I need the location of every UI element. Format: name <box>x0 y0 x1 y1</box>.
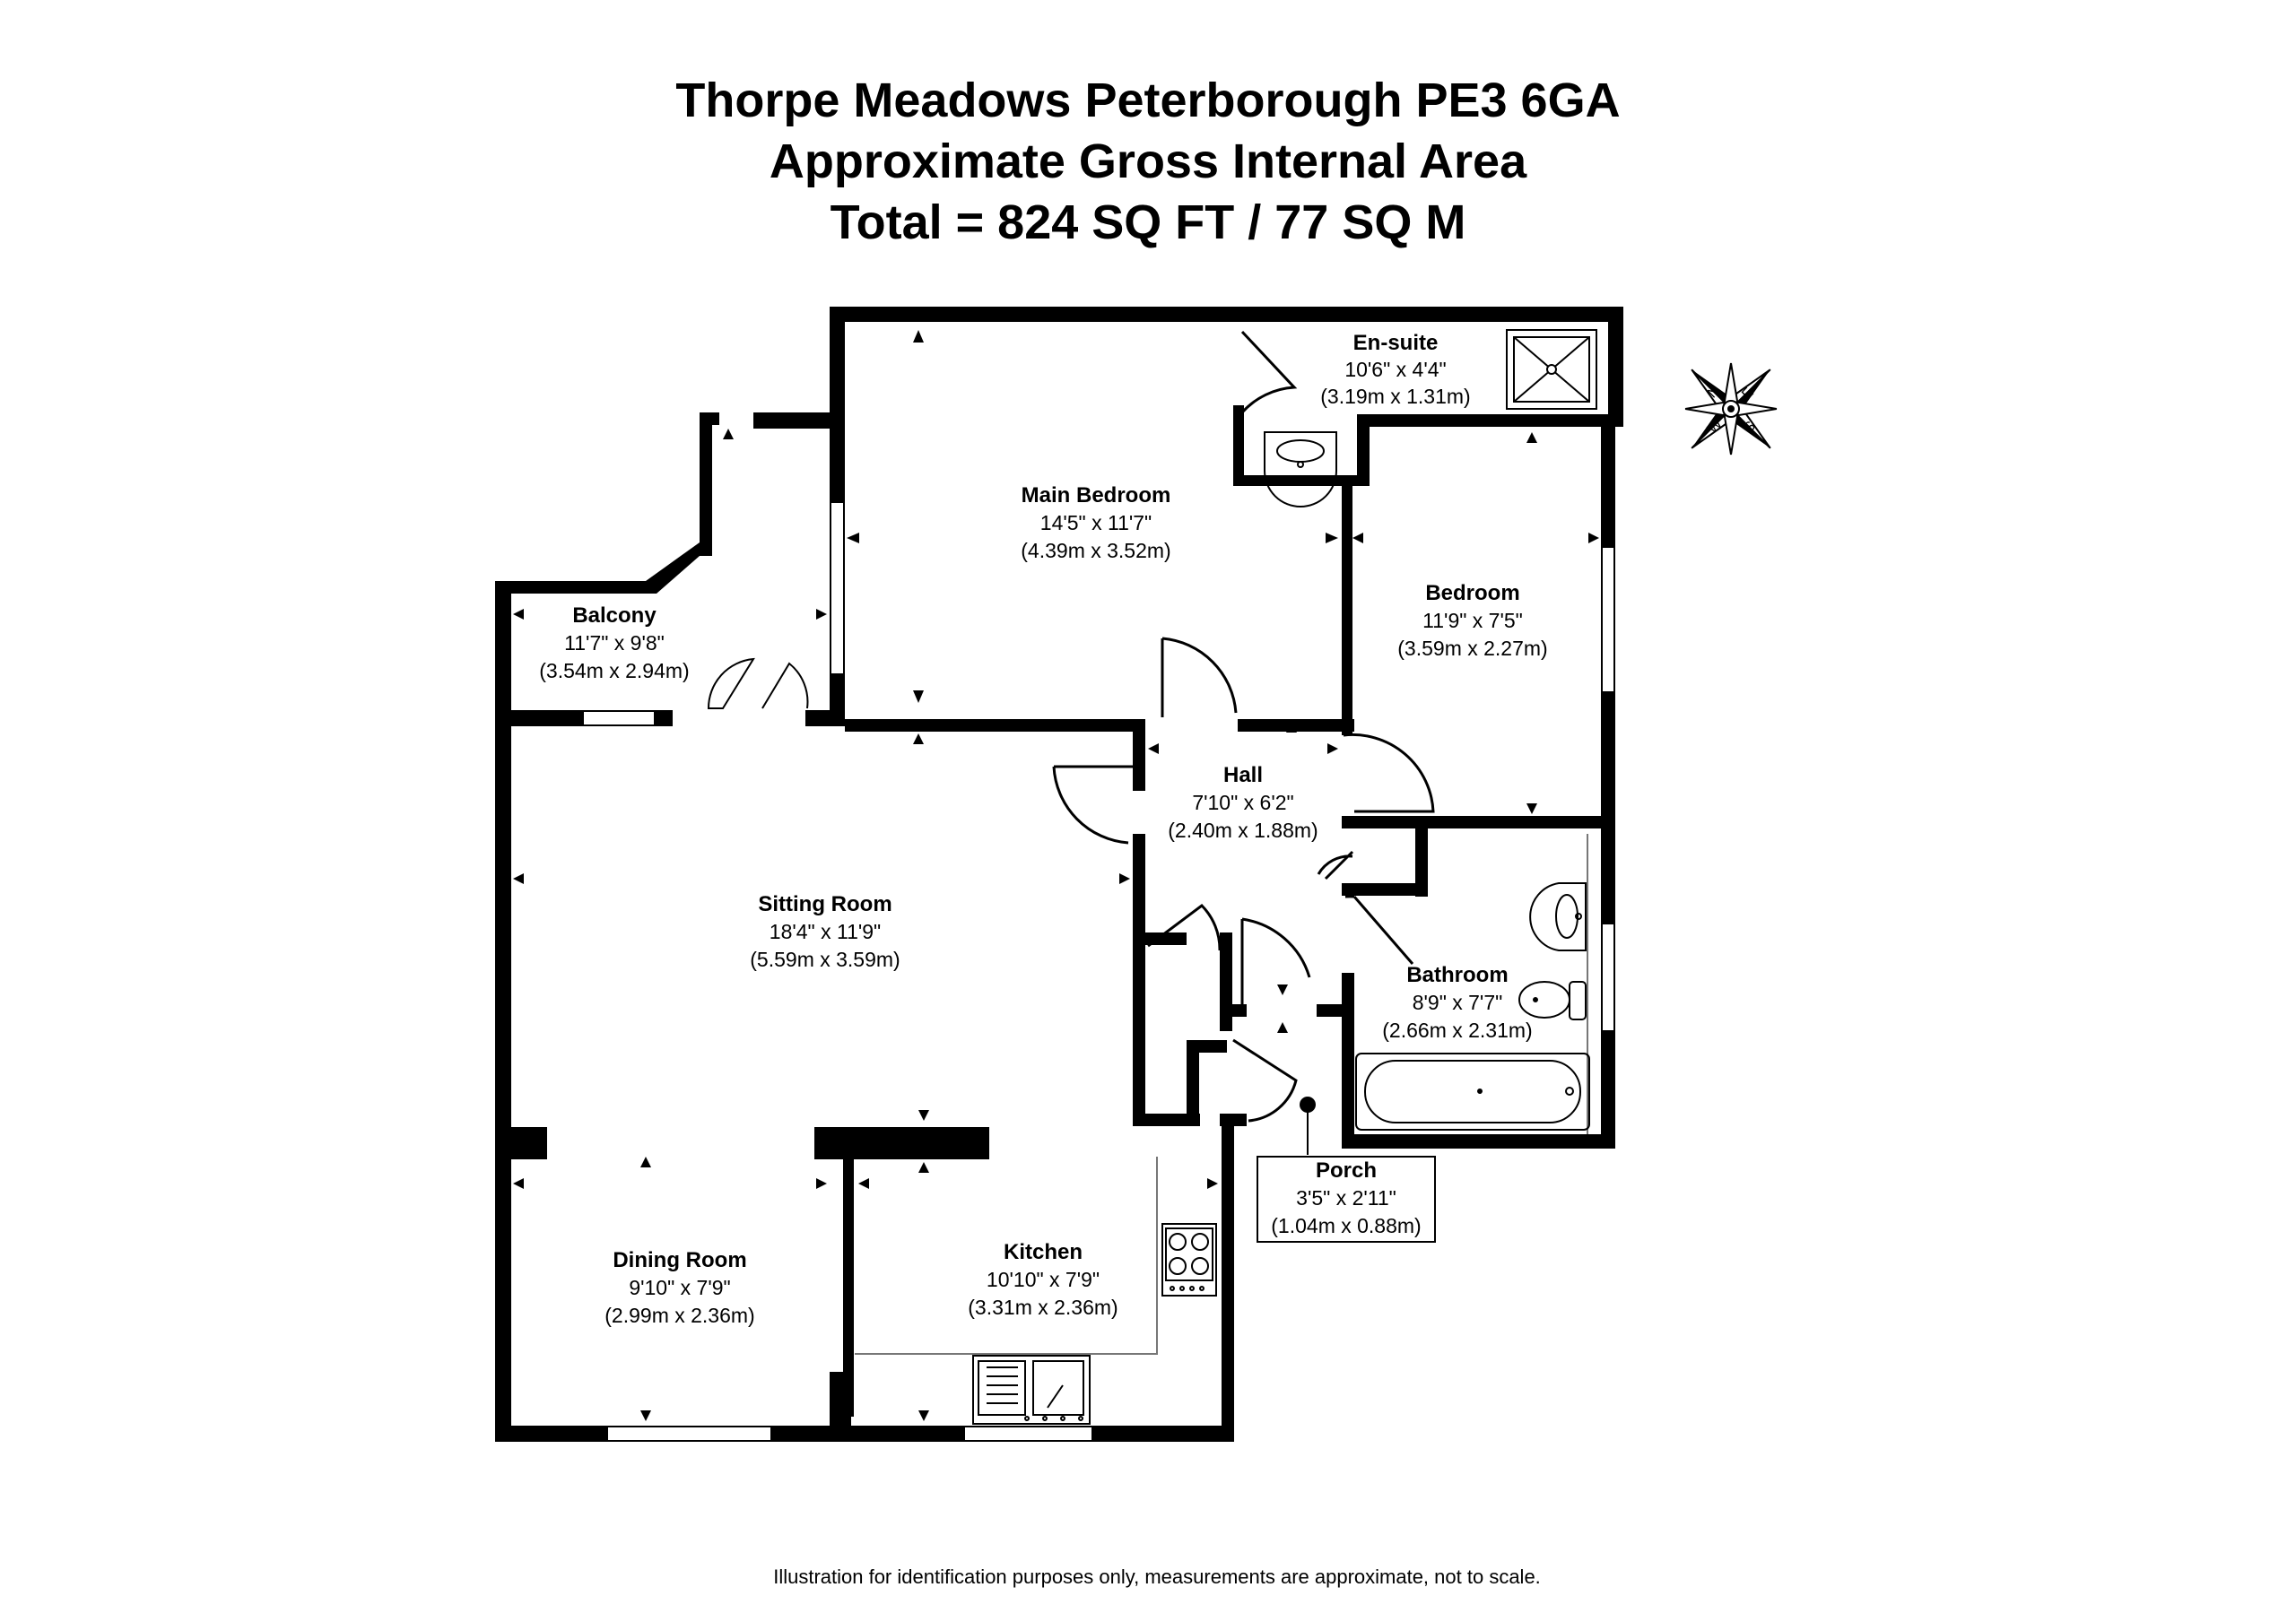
room-label-bathroom: Bathroom 8'9" x 7'7" (2.66m x 2.31m) <box>1382 963 1532 1042</box>
title-total-area: Total = 824 SQ FT / 77 SQ M <box>830 195 1466 249</box>
room-dim-metric: (5.59m x 3.59m) <box>750 948 900 971</box>
room-name: En-suite <box>1353 331 1439 355</box>
room-label-sitting-room: Sitting Room 18'4" x 11'9" (5.59m x 3.59… <box>750 892 900 971</box>
room-name: Kitchen <box>1004 1240 1083 1264</box>
room-name: Sitting Room <box>758 892 891 916</box>
doors <box>707 330 1435 1123</box>
title-area-label: Approximate Gross Internal Area <box>769 134 1527 188</box>
room-dim-imperial: 10'6" x 4'4" <box>1344 358 1446 381</box>
hob-icon <box>1161 1223 1217 1297</box>
room-label-hall: Hall 7'10" x 6'2" (2.40m x 1.88m) <box>1168 763 1318 842</box>
room-dim-metric: (2.66m x 2.31m) <box>1382 1019 1532 1042</box>
room-name: Balcony <box>572 603 657 628</box>
shower-tray-icon <box>1506 329 1597 410</box>
toilet-icon <box>1518 981 1587 1020</box>
room-name: Hall <box>1223 763 1263 787</box>
fixture-lines <box>855 834 1588 1355</box>
room-label-ensuite: En-suite 10'6" x 4'4" (3.19m x 1.31m) <box>1320 331 1470 408</box>
room-label-kitchen: Kitchen 10'10" x 7'9" (3.31m x 2.36m) <box>968 1240 1118 1319</box>
dimension-markers <box>513 330 1599 1421</box>
plan-title: Thorpe Meadows Peterborough PE3 6GA Appr… <box>0 70 2296 253</box>
walls <box>495 307 1623 1442</box>
room-label-main-bedroom: Main Bedroom 14'5" x 11'7" (4.39m x 3.52… <box>1021 483 1170 562</box>
title-address: Thorpe Meadows Peterborough PE3 6GA <box>675 74 1621 127</box>
room-label-bedroom: Bedroom 11'9" x 7'5" (3.59m x 2.27m) <box>1397 581 1547 660</box>
sink-icon <box>972 1355 1091 1425</box>
room-dim-imperial: 11'9" x 7'5" <box>1422 609 1523 632</box>
room-dim-metric: (2.40m x 1.88m) <box>1168 819 1318 842</box>
room-dim-metric: (3.59m x 2.27m) <box>1397 637 1547 660</box>
room-dim-imperial: 3'5" x 2'11" <box>1296 1186 1396 1210</box>
room-label-porch: Porch 3'5" x 2'11" (1.04m x 0.88m) <box>1271 1158 1421 1237</box>
room-name: Main Bedroom <box>1022 483 1171 507</box>
disclaimer: Illustration for identification purposes… <box>773 1566 1541 1588</box>
room-dim-imperial: 14'5" x 11'7" <box>1040 511 1152 534</box>
room-name: Dining Room <box>613 1248 746 1272</box>
room-dim-metric: (3.19m x 1.31m) <box>1320 385 1470 408</box>
room-label-dining-room: Dining Room 9'10" x 7'9" (2.99m x 2.36m) <box>604 1248 754 1327</box>
room-dim-metric: (1.04m x 0.88m) <box>1271 1214 1421 1237</box>
compass-icon: N E S W <box>1684 362 1778 455</box>
room-dim-metric: (3.31m x 2.36m) <box>968 1296 1118 1319</box>
room-name: Bedroom <box>1425 581 1519 605</box>
room-dim-imperial: 11'7" x 9'8" <box>564 631 665 655</box>
room-name: Porch <box>1316 1158 1377 1183</box>
windows <box>582 501 1615 1442</box>
room-dim-imperial: 9'10" x 7'9" <box>629 1276 730 1299</box>
room-dim-metric: (4.39m x 3.52m) <box>1021 539 1170 562</box>
room-label-balcony: Balcony 11'7" x 9'8" (3.54m x 2.94m) <box>539 603 689 682</box>
basin-icon <box>1264 431 1337 507</box>
room-dim-metric: (2.99m x 2.36m) <box>604 1304 754 1327</box>
room-dim-imperial: 10'10" x 7'9" <box>987 1268 1100 1291</box>
room-dim-imperial: 8'9" x 7'7" <box>1413 991 1503 1014</box>
room-dim-metric: (3.54m x 2.94m) <box>539 659 689 682</box>
porch-label-box <box>1257 1156 1436 1243</box>
room-name: Bathroom <box>1406 963 1508 987</box>
basin-icon <box>1529 882 1587 951</box>
bath-icon <box>1355 1053 1590 1131</box>
room-dim-imperial: 7'10" x 6'2" <box>1192 791 1293 814</box>
room-dim-imperial: 18'4" x 11'9" <box>770 920 881 943</box>
